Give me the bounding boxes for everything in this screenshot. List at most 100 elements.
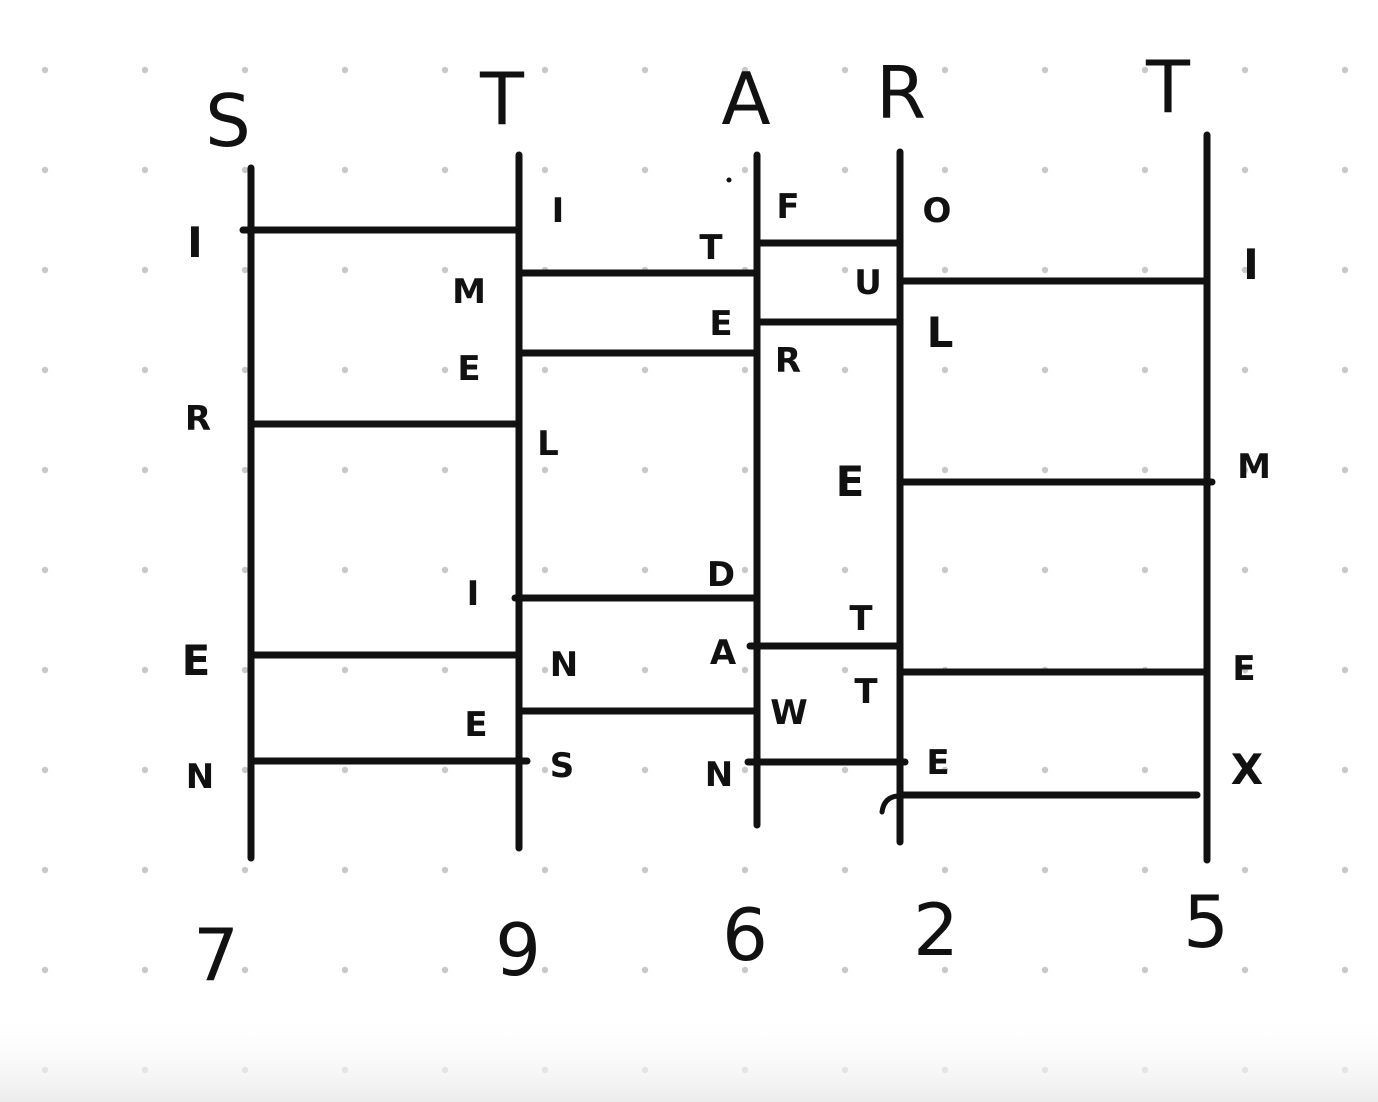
grid-dot: [441, 466, 449, 474]
rail-letter: T: [854, 672, 878, 712]
grid-dot: [241, 466, 249, 474]
rail-letter: N: [186, 757, 214, 797]
grid-dot: [1141, 866, 1149, 874]
rail-letter: W: [770, 693, 808, 733]
grid-dot: [1141, 266, 1149, 274]
grid-dot: [1041, 266, 1049, 274]
grid-dot: [1141, 466, 1149, 474]
rail-letter: F: [776, 187, 799, 227]
grid-dot: [641, 666, 649, 674]
grid-dot: [1341, 666, 1349, 674]
rail-letter: N: [705, 755, 733, 795]
grid-dot: [641, 66, 649, 74]
grid-dot: [41, 766, 49, 774]
grid-dot: [241, 866, 249, 874]
grid-dot: [1241, 266, 1249, 274]
grid-dot: [1141, 166, 1149, 174]
grid-dot: [41, 466, 49, 474]
rail-letter: I: [187, 218, 203, 267]
rail-letter: U: [854, 263, 882, 303]
grid-dot: [1041, 766, 1049, 774]
grid-dot: [1341, 866, 1349, 874]
grid-dot: [841, 866, 849, 874]
top-label: A: [721, 57, 770, 141]
grid-dot: [441, 666, 449, 674]
grid-dot: [841, 166, 849, 174]
vertical-rails: [247, 131, 1211, 864]
grid-dot: [1041, 366, 1049, 374]
grid-dot: [1141, 366, 1149, 374]
grid-dot: [241, 166, 249, 174]
rail-2-right-letters: I L N S: [537, 191, 578, 786]
grid-dot: [841, 566, 849, 574]
grid-dot: [441, 66, 449, 74]
grid-dot: [441, 166, 449, 174]
rail-letter: L: [927, 308, 954, 357]
grid-dot: [1141, 566, 1149, 574]
grid-dot: [341, 566, 349, 574]
rail-letter: A: [710, 633, 737, 673]
bottom-label: 2: [913, 888, 959, 972]
grid-dot: [341, 966, 349, 974]
grid-dot: [741, 366, 749, 374]
rail-letter: T: [849, 599, 873, 639]
grid-dot: [41, 566, 49, 574]
grid-dot: [641, 366, 649, 374]
rail-letter: X: [1231, 745, 1263, 794]
grid-dot: [341, 66, 349, 74]
rail-letter: E: [182, 636, 211, 685]
grid-dot: [941, 466, 949, 474]
grid-dot: [1241, 566, 1249, 574]
grid-dot: [441, 566, 449, 574]
grid-dot: [1241, 466, 1249, 474]
grid-dot: [141, 266, 149, 274]
grid-dot: [741, 466, 749, 474]
grid-dot: [541, 166, 549, 174]
grid-dot: [841, 766, 849, 774]
grid-dot: [341, 666, 349, 674]
rail-letter: M: [452, 272, 486, 312]
rail-letter: E: [926, 743, 949, 783]
grid-dot: [341, 266, 349, 274]
grid-dot: [341, 366, 349, 374]
grid-dot: [541, 666, 549, 674]
grid-dot: [141, 366, 149, 374]
grid-dot: [441, 266, 449, 274]
grid-dot: [1341, 766, 1349, 774]
grid-dot: [1041, 966, 1049, 974]
rail-letter: R: [185, 399, 211, 439]
grid-dot: [1041, 166, 1049, 174]
grid-dot: [641, 566, 649, 574]
grid-dot: [341, 866, 349, 874]
rail-letter: E: [464, 705, 487, 745]
rail-letter: D: [707, 555, 735, 595]
grid-dot: [1341, 66, 1349, 74]
grid-dot: [1341, 466, 1349, 474]
grid-dot: [41, 166, 49, 174]
rail-letter: I: [1243, 240, 1259, 289]
grid-dot: [1341, 166, 1349, 174]
grid-dot: [541, 866, 549, 874]
rail-letter: S: [550, 746, 575, 786]
grid-dot: [541, 66, 549, 74]
grid-dot: [841, 966, 849, 974]
rail-letter: E: [836, 457, 865, 506]
grid-dot: [241, 566, 249, 574]
grid-dot: [1241, 766, 1249, 774]
rail-letter: O: [923, 191, 952, 231]
grid-dot: [641, 966, 649, 974]
grid-dot: [141, 866, 149, 874]
grid-dot: [241, 366, 249, 374]
bottom-fade: [0, 1010, 1378, 1102]
grid-dot: [941, 866, 949, 874]
top-label: T: [479, 57, 525, 141]
rail-letter: N: [550, 645, 578, 685]
grid-dot: [241, 66, 249, 74]
grid-dot: [541, 766, 549, 774]
rail-letter: T: [699, 228, 723, 268]
grid-dot: [541, 566, 549, 574]
grid-dot: [941, 266, 949, 274]
grid-dot: [1241, 866, 1249, 874]
grid-dot: [41, 266, 49, 274]
rail-4-right-letters: O L E: [923, 191, 954, 783]
